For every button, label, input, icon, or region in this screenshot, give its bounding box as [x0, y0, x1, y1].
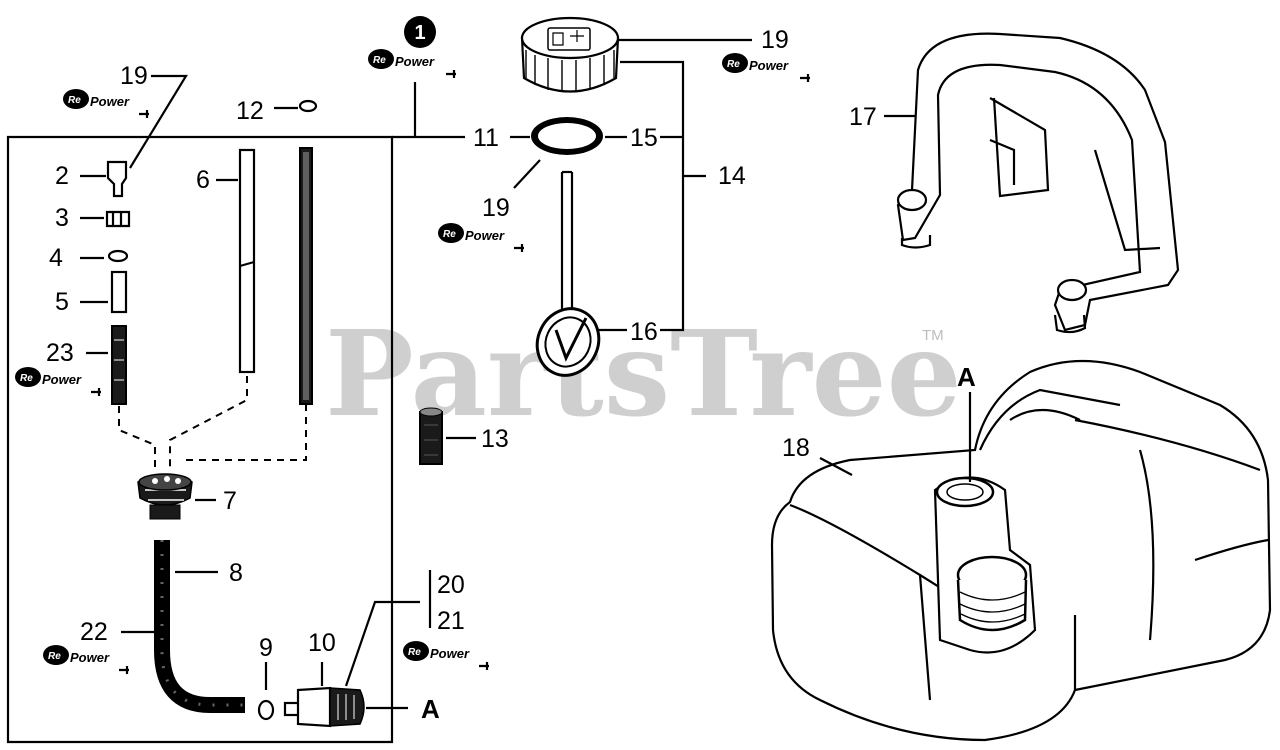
leader-19-gasket: [513, 159, 541, 189]
callout-11[interactable]: 11: [473, 124, 499, 152]
svg-text:Power: Power: [90, 94, 130, 109]
callout-2[interactable]: 2: [55, 162, 69, 190]
svg-text:Re: Re: [408, 647, 421, 658]
callout-19-cap[interactable]: 19: [761, 26, 789, 54]
repower-logo-icon[interactable]: Re Power: [15, 367, 101, 396]
part-2-fitting[interactable]: [106, 160, 128, 198]
part-7-grommet[interactable]: [137, 473, 193, 520]
part-10-fuel-filter[interactable]: [283, 686, 365, 728]
callout-22[interactable]: 22: [80, 618, 108, 646]
callout-4[interactable]: 4: [49, 244, 63, 272]
callout-9[interactable]: 9: [259, 634, 273, 662]
part-4-o-ring[interactable]: [107, 249, 129, 263]
badge-number: 1: [414, 22, 425, 44]
part-12-o-ring[interactable]: [298, 99, 318, 113]
svg-text:Power: Power: [465, 228, 505, 243]
svg-text:Re: Re: [443, 229, 456, 240]
callout-3[interactable]: 3: [55, 204, 69, 232]
callout-18[interactable]: 18: [782, 434, 810, 462]
part-13-damper[interactable]: [419, 407, 443, 465]
repower-logo-icon[interactable]: Re Power: [438, 223, 524, 252]
part-18-fuel-tank[interactable]: [770, 359, 1272, 742]
numbered-circle-icon: 1: [404, 16, 436, 48]
callout-7[interactable]: 7: [223, 487, 237, 515]
part-16-retainer-strap[interactable]: [526, 170, 609, 385]
svg-text:Power: Power: [70, 650, 110, 665]
callout-16[interactable]: 16: [630, 318, 658, 346]
assembly-line-middle: [169, 376, 248, 470]
part-5-tube[interactable]: [110, 270, 128, 314]
svg-text:Re: Re: [20, 373, 33, 384]
callout-14[interactable]: 14: [718, 162, 746, 190]
callout-13[interactable]: 13: [481, 425, 509, 453]
svg-text:Re: Re: [48, 651, 61, 662]
part-3-nut[interactable]: [105, 210, 131, 228]
part-long-tube[interactable]: [299, 147, 313, 405]
svg-text:Re: Re: [68, 95, 81, 106]
part-9-o-ring[interactable]: [257, 699, 275, 721]
svg-text:Re: Re: [373, 55, 386, 66]
svg-text:Power: Power: [430, 646, 470, 661]
callout-8[interactable]: 8: [229, 559, 243, 587]
reference-A-right: A: [957, 362, 976, 392]
callout-19[interactable]: 19: [120, 62, 148, 90]
svg-text:Power: Power: [749, 58, 789, 73]
leader-19-top-left: [129, 74, 188, 169]
repower-logo-icon[interactable]: Re Power: [63, 89, 149, 118]
callout-5[interactable]: 5: [55, 288, 69, 316]
leader-14-bracket: [620, 60, 706, 332]
callout-10[interactable]: 10: [308, 629, 336, 657]
assembly-line-right: [180, 404, 307, 461]
repower-logo-icon[interactable]: Re Power: [722, 53, 810, 82]
callout-12[interactable]: 12: [236, 97, 264, 125]
part-fuel-cap[interactable]: [520, 16, 620, 93]
part-15-gasket[interactable]: [531, 117, 603, 155]
part-23-filter[interactable]: [111, 325, 127, 405]
svg-text:Re: Re: [727, 59, 740, 70]
kit-enclosure: [6, 135, 394, 744]
leader-18: [819, 457, 853, 476]
callout-20[interactable]: 20: [437, 571, 465, 599]
svg-text:Power: Power: [395, 54, 435, 69]
repower-logo-icon[interactable]: Re Power: [368, 49, 456, 78]
leader-20-21: [344, 600, 420, 687]
callout-17[interactable]: 17: [849, 103, 877, 131]
assembly-line-left: [118, 406, 156, 470]
reference-A-left: A: [421, 694, 440, 724]
part-17-tank-guard[interactable]: [896, 32, 1180, 334]
repower-logo-icon[interactable]: Re Power: [43, 645, 129, 674]
trademark-mark: TM: [922, 327, 944, 344]
callout-6[interactable]: 6: [196, 166, 210, 194]
callout-15[interactable]: 15: [630, 124, 658, 152]
callout-21[interactable]: 21: [437, 607, 465, 635]
callout-19-gasket[interactable]: 19: [482, 194, 510, 222]
callout-23[interactable]: 23: [46, 339, 74, 367]
repower-logo-icon[interactable]: Re Power: [403, 641, 489, 670]
svg-text:Power: Power: [42, 372, 82, 387]
part-6-tube[interactable]: [238, 148, 256, 374]
